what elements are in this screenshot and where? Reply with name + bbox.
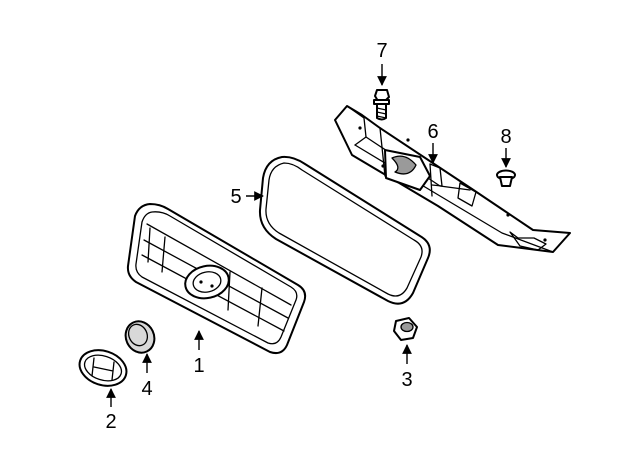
callout-1: 1 xyxy=(193,355,204,377)
bolt-part-7 xyxy=(373,89,390,121)
callout-4: 4 xyxy=(141,378,152,400)
callout-6: 6 xyxy=(427,121,438,143)
clip-part-8 xyxy=(496,169,516,187)
leader-lines xyxy=(106,64,511,407)
nut-part-3 xyxy=(393,317,418,341)
emblem-base-part-4 xyxy=(124,320,156,354)
emblem-part-2 xyxy=(78,349,128,387)
callout-labels: 1 2 3 4 5 6 7 8 xyxy=(105,40,511,433)
molding-part-5 xyxy=(258,155,431,305)
callout-3: 3 xyxy=(401,369,412,391)
callout-8: 8 xyxy=(500,126,511,148)
bracket-part-6 xyxy=(334,105,571,253)
grille-part-1 xyxy=(126,203,307,355)
callout-5: 5 xyxy=(230,186,241,208)
callout-2: 2 xyxy=(105,411,116,433)
callout-7: 7 xyxy=(376,40,387,62)
